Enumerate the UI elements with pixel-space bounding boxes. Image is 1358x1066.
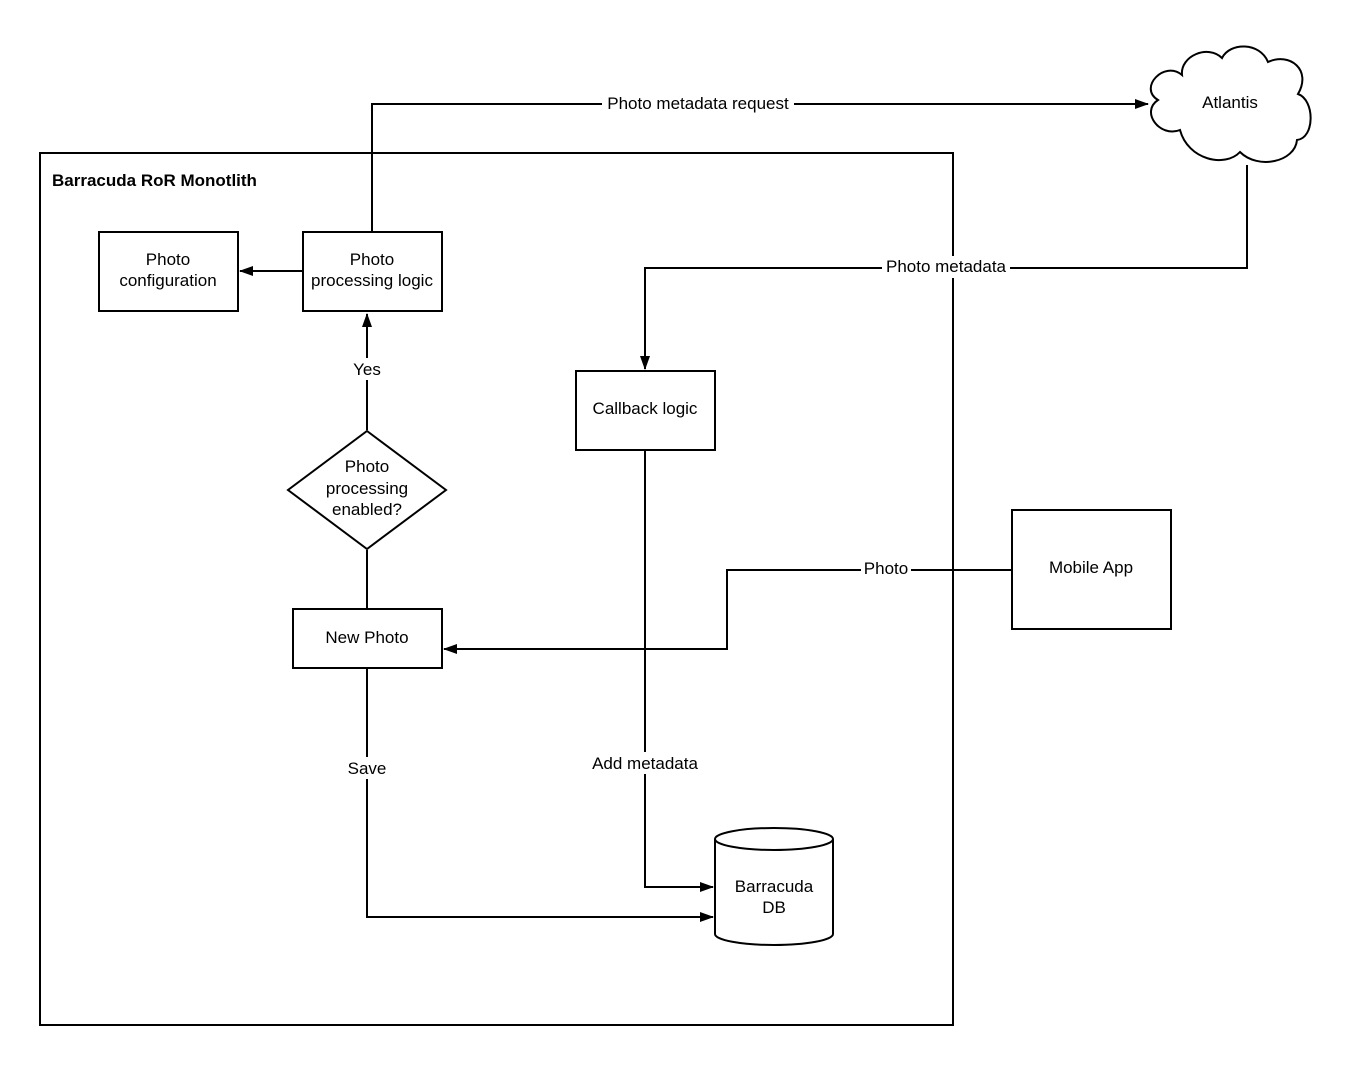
node-new-photo[interactable]: New Photo [292, 608, 443, 669]
edge-label-bg [348, 358, 386, 380]
mobile-app-box [1011, 509, 1172, 630]
new-photo-label: New Photo [325, 628, 408, 647]
decision-label-line2: processing [326, 479, 408, 498]
barracuda-db-label-line2: DB [762, 898, 786, 917]
edge-save [366, 669, 714, 922]
edge-label-save: Save [348, 759, 387, 778]
db-cylinder-top [714, 827, 834, 851]
edge-label-bg [344, 757, 390, 779]
monolith-container-title: Barracuda RoR Monotlith [52, 171, 257, 190]
decision-diamond [286, 429, 448, 551]
photo-processing-logic-box [302, 231, 443, 312]
edge-label-photo-metadata: Photo metadata [886, 257, 1007, 276]
decision-label-line1: Photo [345, 457, 389, 476]
cloud-icon [1149, 45, 1312, 163]
node-photo-processing-logic[interactable]: Photo processing logic [302, 231, 443, 312]
decision-label-line3: enabled? [332, 500, 402, 519]
node-atlantis[interactable]: Atlantis [1149, 45, 1312, 163]
barracuda-db-label-line1: Barracuda [735, 877, 814, 896]
photo-processing-logic-label-line2: processing logic [311, 271, 433, 290]
node-photo-processing-decision[interactable]: Photo processing enabled? [286, 429, 448, 551]
edge-label-bg [602, 92, 794, 114]
node-barracuda-db[interactable]: Barracuda DB [714, 827, 834, 946]
edge-label-bg [882, 256, 1010, 278]
edge-label-add-metadata: Add metadata [592, 754, 698, 773]
db-cylinder-body [714, 839, 834, 946]
edge-labels: Photo metadata request Photo metadata Ph… [344, 92, 1010, 779]
node-photo-configuration[interactable]: Photo configuration [98, 231, 239, 312]
callback-logic-box [575, 370, 716, 451]
mobile-app-label: Mobile App [1049, 558, 1133, 577]
node-mobile-app[interactable]: Mobile App [1011, 509, 1172, 630]
edge-label-bg [588, 752, 702, 774]
photo-configuration-label-line1: Photo [146, 250, 190, 269]
photo-configuration-box [98, 231, 239, 312]
photo-configuration-label-line2: configuration [119, 271, 216, 290]
edge-label-yes: Yes [353, 360, 381, 379]
edge-label-metadata-request: Photo metadata request [607, 94, 789, 113]
new-photo-box [292, 608, 443, 669]
edge-metadata-request [371, 99, 1149, 231]
edge-label-photo: Photo [864, 559, 908, 578]
atlantis-label: Atlantis [1202, 93, 1258, 112]
callback-logic-label: Callback logic [593, 399, 698, 418]
edge-add-metadata [644, 451, 714, 892]
node-callback-logic[interactable]: Callback logic [575, 370, 716, 451]
edge-label-bg [861, 558, 911, 580]
photo-processing-logic-label-line1: Photo [350, 250, 394, 269]
